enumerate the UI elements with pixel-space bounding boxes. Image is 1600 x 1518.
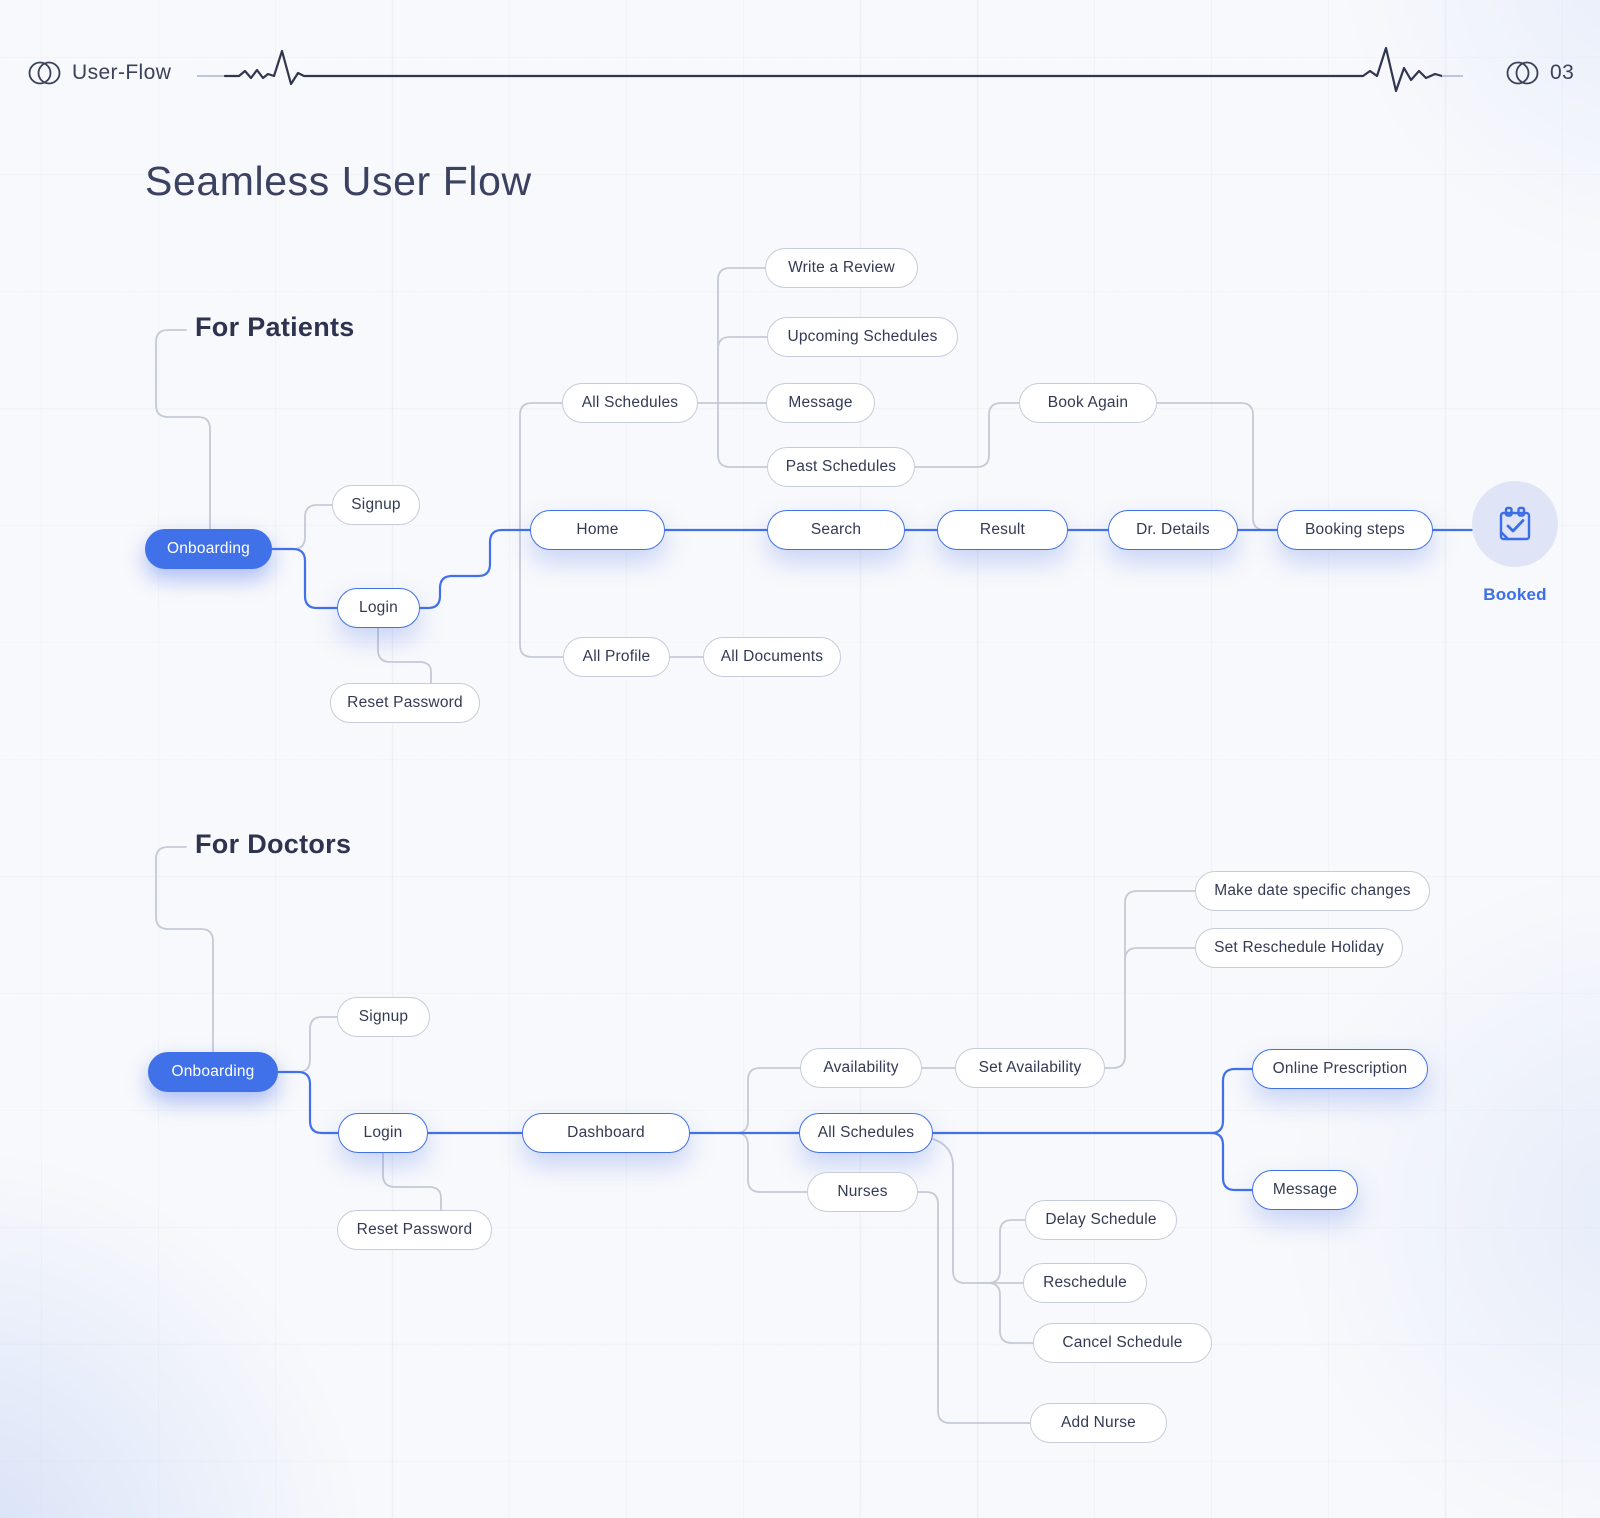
node-patients-search: Search [767,510,905,550]
node-patients-all-schedules: All Schedules [562,383,698,423]
section-heading-patients: For Patients [195,312,355,342]
blue-connectors [270,528,1474,1192]
node-doctors-reset-password: Reset Password [337,1210,492,1250]
node-doctors-reschedule: Reschedule [1023,1263,1147,1303]
node-doctors-add-nurse: Add Nurse [1030,1403,1167,1443]
node-doctors-set-reschedule-holiday: Set Reschedule Holiday [1195,928,1403,968]
node-doctors-dashboard: Dashboard [522,1113,690,1153]
node-doctors-online-prescription: Online Prescription [1252,1049,1428,1089]
node-patients-dr-details: Dr. Details [1108,510,1238,550]
header-right: 03 [1506,60,1574,86]
node-doctors-signup: Signup [337,997,430,1037]
node-doctors-login: Login [338,1113,428,1153]
node-patients-message: Message [766,383,875,423]
node-patients-write-a-review: Write a Review [765,248,918,288]
node-patients-booking-steps: Booking steps [1277,510,1433,550]
node-doctors-make-date-specific-changes: Make date specific changes [1195,871,1430,911]
node-patients-login: Login [337,588,420,628]
header-left: User-Flow [28,60,171,86]
node-doctors-message: Message [1252,1170,1358,1210]
calendar-check-icon [1499,506,1531,541]
node-patients-home: Home [530,510,665,550]
node-doctors-onboarding: Onboarding [148,1052,278,1092]
node-doctors-cancel-schedule: Cancel Schedule [1033,1323,1212,1363]
page-title: Seamless User Flow [145,158,532,204]
section-heading-doctors: For Doctors [195,829,352,859]
node-patients-result: Result [937,510,1068,550]
node-patients-signup: Signup [332,485,420,525]
node-patients-past-schedules: Past Schedules [767,447,915,487]
brand-label: User-Flow [72,61,172,84]
node-patients-book-again: Book Again [1019,383,1157,423]
node-patients-all-profile: All Profile [563,637,670,677]
heartbeat-line [197,46,1463,93]
booked-label: Booked [1483,585,1547,604]
node-doctors-nurses: Nurses [807,1172,918,1212]
node-doctors-set-availability: Set Availability [955,1048,1105,1088]
page-number: 03 [1550,61,1575,84]
node-patients-onboarding: Onboarding [145,529,272,569]
overlapping-circles-icon [1506,61,1539,85]
node-doctors-delay-schedule: Delay Schedule [1025,1200,1177,1240]
gray-connectors [155,267,1278,1424]
node-doctors-availability: Availability [800,1048,922,1088]
node-patients-reset-password: Reset Password [330,683,480,723]
overlapping-circles-icon [28,61,61,85]
node-patients-upcoming-schedules: Upcoming Schedules [767,317,958,357]
node-patients-all-documents: All Documents [703,637,841,677]
node-doctors-all-schedules: All Schedules [799,1113,933,1153]
booked-terminal [1472,481,1558,567]
